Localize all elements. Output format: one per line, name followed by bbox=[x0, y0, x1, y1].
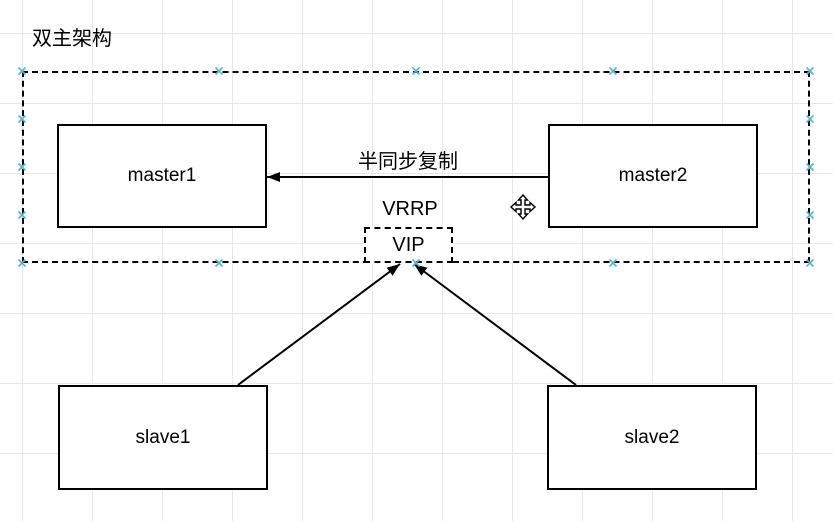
node-master1-label: master1 bbox=[127, 165, 197, 186]
edge-slave1-to-vip[interactable] bbox=[237, 263, 401, 386]
node-master2-label: master2 bbox=[618, 165, 688, 186]
node-vip-label: VIP bbox=[392, 233, 425, 256]
node-vip[interactable]: VIP bbox=[364, 227, 453, 263]
edge-label-semi-sync-replication[interactable]: 半同步复制 bbox=[358, 151, 458, 173]
node-slave1-label: slave1 bbox=[135, 426, 191, 448]
vrrp-annotation[interactable]: VRRP bbox=[382, 198, 438, 220]
node-slave1[interactable]: slave1 bbox=[58, 385, 268, 490]
node-master1[interactable]: master1 bbox=[57, 124, 267, 228]
node-master2[interactable]: master2 bbox=[548, 124, 758, 228]
node-slave2-label: slave2 bbox=[624, 426, 680, 448]
edge-slave2-to-vip[interactable] bbox=[413, 263, 577, 386]
page-title[interactable]: 双主架构 bbox=[32, 28, 112, 50]
node-slave2[interactable]: slave2 bbox=[547, 385, 757, 490]
